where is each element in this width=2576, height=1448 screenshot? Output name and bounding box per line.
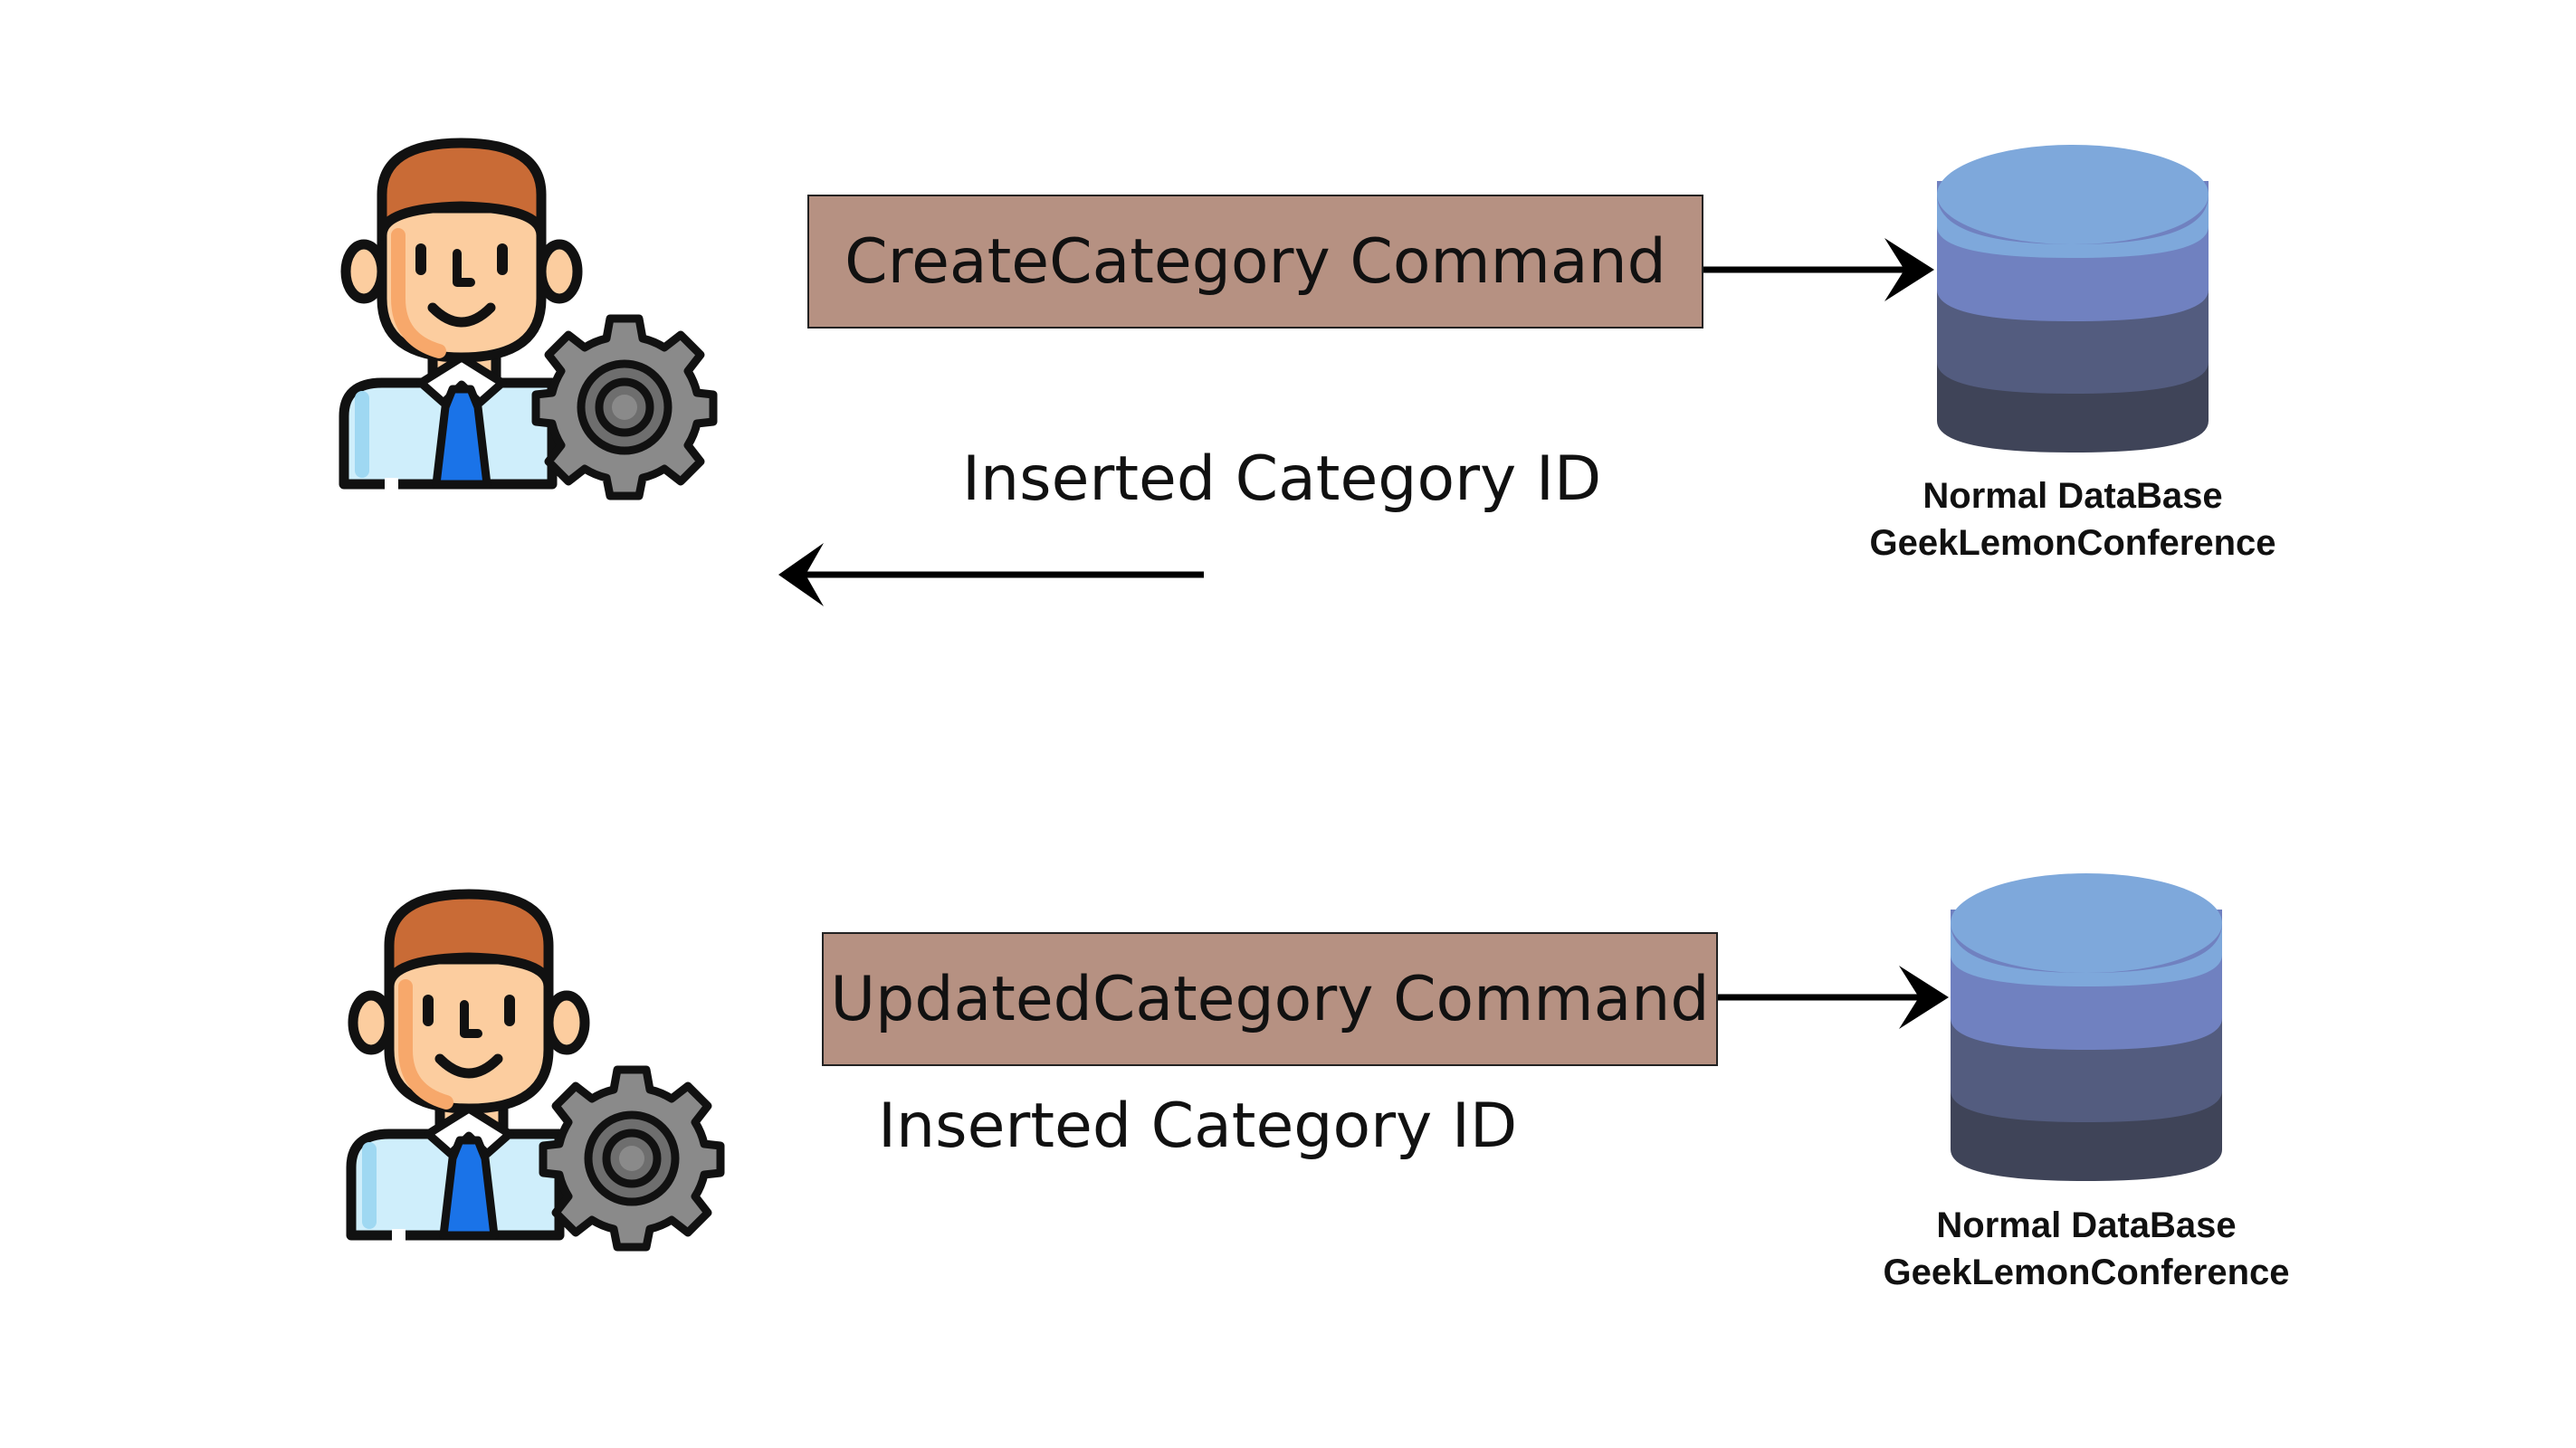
flow-update: UpdatedCategory Command Normal DataBase … xyxy=(0,724,2576,1448)
database-label: Normal DataBase GeekLemonConference xyxy=(1815,1202,2358,1296)
database-cylinder-icon xyxy=(1932,145,2213,457)
response-label: Inserted Category ID xyxy=(962,443,1602,515)
database-subtitle: GeekLemonConference xyxy=(1869,523,2276,563)
create-category-command-box: CreateCategory Command xyxy=(807,195,1703,329)
response-arrow-left xyxy=(778,543,1204,606)
database-label: Normal DataBase GeekLemonConference xyxy=(1801,472,2344,567)
business-person-with-gear-icon xyxy=(326,127,724,516)
database-name: Normal DataBase xyxy=(1936,1205,2237,1245)
command-arrow-right xyxy=(1718,966,1949,1029)
command-arrow-right xyxy=(1703,238,1934,301)
flow-create: CreateCategory Command Normal DataBase G… xyxy=(0,0,2344,606)
database-name: Normal DataBase xyxy=(1922,476,2223,516)
response-label: Inserted Category ID xyxy=(878,1091,1518,1162)
business-person-with-gear-icon xyxy=(333,878,731,1267)
database-cylinder-icon xyxy=(1946,873,2227,1186)
updated-category-command-box: UpdatedCategory Command xyxy=(822,932,1718,1066)
database-subtitle: GeekLemonConference xyxy=(1883,1253,2290,1292)
